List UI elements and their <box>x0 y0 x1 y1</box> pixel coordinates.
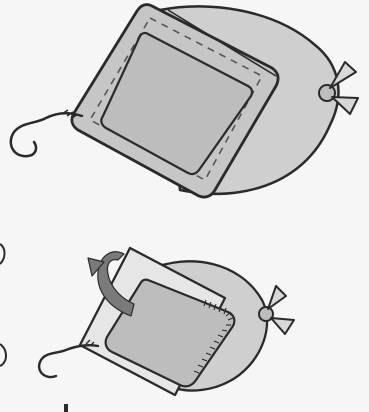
cropped-dot <box>64 404 68 412</box>
top-panel <box>11 5 358 197</box>
hook-icon <box>39 340 98 377</box>
bottom-panel <box>0 244 294 412</box>
cropped-edge-mark <box>0 244 5 264</box>
cropped-edge-mark-lower <box>0 344 6 366</box>
